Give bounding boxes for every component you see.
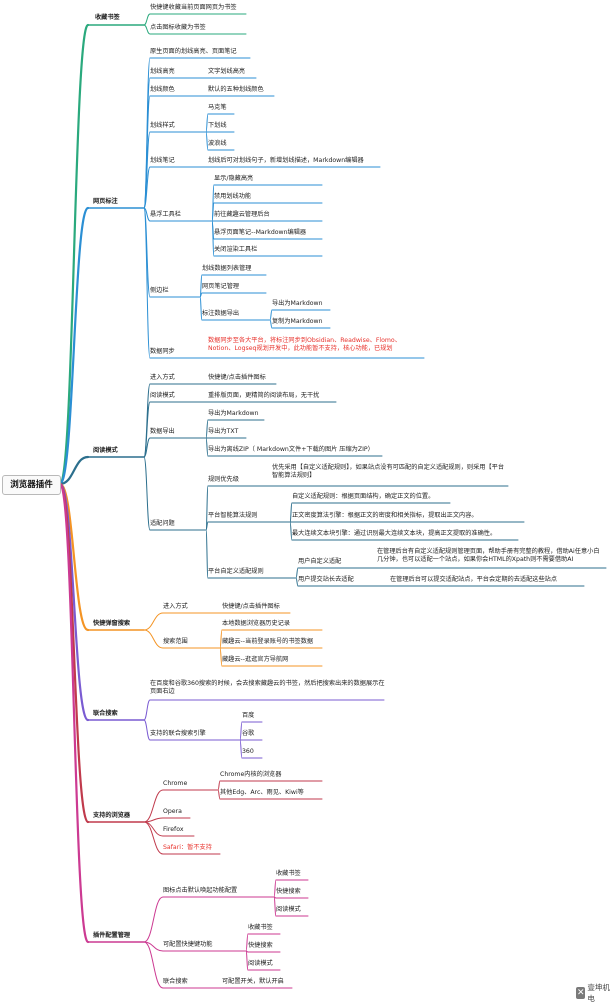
shortcut-config-label: 可配置快捷键功能	[163, 941, 213, 948]
priority-desc: 优先采用【自定义适配规则】，如果站点没有可匹配的自定义适配规则，则采用【平台智能…	[272, 464, 505, 479]
annotation-export-item: 复制为Markdown	[272, 318, 323, 325]
browser-chrome: Chrome	[163, 780, 188, 787]
icon-config-item: 收藏书签	[276, 870, 301, 877]
quicksearch-entry-label: 进入方式	[163, 603, 188, 610]
priority-label: 规则优先级	[208, 476, 239, 483]
toolbar-item: 关闭渲染工具栏	[214, 246, 258, 253]
logo-icon: ✕	[576, 987, 586, 999]
smart-rule-item: 最大连续文本块引擎：通过识别最大连续文本块，提高正文提取的准确性。	[292, 530, 497, 537]
union-config-label: 联合搜索	[163, 978, 188, 985]
highlight-color-label: 划线颜色	[150, 86, 175, 93]
style-item: 马克笔	[208, 104, 227, 111]
annotation-export-label: 标注数据导出	[202, 310, 240, 317]
style-item: 下划线	[208, 122, 227, 129]
section-annotation-label: 网页标注	[93, 198, 118, 205]
bookmark-item: 快捷键收藏当前页面网页为书签	[150, 4, 237, 11]
icon-config-label: 图标点击默认唤起功能配置	[163, 887, 238, 894]
user-custom-label: 用户自定义适配	[298, 558, 342, 565]
sidebar-item: 划线数据列表管理	[202, 265, 252, 272]
engine-item: 谷歌	[242, 730, 255, 737]
watermark-logo: ✕ 壹坤机电	[576, 982, 611, 1004]
highlight-note-label: 划线笔记	[150, 157, 175, 164]
smart-rule-item: 自定义适配规则：根据页面结构，确定正文的位置。	[292, 493, 435, 500]
toolbar-item: 悬浮页面笔记--Markdown编辑器	[214, 229, 307, 236]
chrome-item: Chrome内核的浏览器	[220, 771, 282, 778]
custom-rules-label: 平台自定义适配规则	[208, 568, 264, 575]
annotation-export-item: 导出为Markdown	[272, 300, 323, 307]
section-bookmarks-label: 收藏书签	[95, 14, 120, 21]
adapt-label: 适配问题	[150, 520, 175, 527]
quicksearch-entry-desc: 快捷键/点击插件图标	[222, 603, 280, 610]
engine-item: 360	[242, 748, 254, 755]
union-search-desc: 在百度和谷歌360搜索的时候，会去搜索藏趣云的书签，然后把搜索出来的数据展示在页…	[150, 680, 385, 695]
user-custom-desc: 在管理后台有自定义适配规则管理页面，帮助手册有完整的教程，借助Ai任意小白几分钟…	[377, 548, 600, 563]
chrome-item: 其他Edg、Arc、雨见、Kiwi等	[220, 789, 304, 796]
search-scope-item: 藏趣云--逛逛官方导航网	[222, 656, 289, 663]
shortcut-item: 快捷搜索	[248, 942, 273, 949]
icon-config-item: 阅读模式	[276, 906, 301, 913]
sidebar-item: 网页笔记管理	[202, 283, 240, 290]
toolbar-item: 前往藏趣云管理后台	[214, 211, 270, 218]
browser-safari: Safari：暂不支持	[163, 844, 212, 851]
search-scope-label: 搜索范围	[163, 638, 188, 645]
browser-opera: Opera	[163, 808, 182, 815]
sidebar-label: 侧边栏	[150, 287, 169, 294]
annotation-intro: 原生页面的划线高亮、页面笔记	[150, 48, 237, 55]
bookmark-item: 点击图标收藏为书签	[150, 24, 206, 31]
smart-rule-item: 正文密度算法引擎：根据正文的密度和相关指标，提取出正文内容。	[292, 512, 478, 519]
watermark-text: 壹坤机电	[587, 983, 610, 1003]
root-node: 浏览器插件	[2, 475, 61, 495]
reader-mode-desc: 重排版页面，更精简的阅读布局，无干扰	[208, 392, 320, 399]
union-config-desc: 可配置开关，默认开启	[222, 978, 284, 985]
section-browsers-label: 支持的浏览器	[93, 812, 131, 819]
reader-mode-label: 阅读模式	[150, 392, 175, 399]
data-sync-desc: 数据同步至各大平台，将标注同步到Obsidian、Readwise、Flomo、…	[208, 337, 401, 352]
user-submit-desc: 在管理后台可以提交适配站点，平台会定期的去适配这些站点	[390, 576, 558, 583]
shortcut-item: 收藏书签	[248, 924, 273, 931]
section-quicksearch-label: 快捷弹窗搜索	[93, 620, 131, 627]
engine-item: 百度	[242, 712, 255, 719]
search-scope-item: 藏趣云--当前登录账号的书签数据	[222, 638, 314, 645]
reader-export-item: 导出为离线ZIP（ Markdown文件+下载的图片 压缩为ZIP）	[208, 446, 374, 453]
data-sync-label: 数据同步	[150, 348, 175, 355]
toolbar-item: 显示/隐藏高亮	[214, 175, 254, 182]
browser-firefox: Firefox	[163, 826, 184, 833]
union-engines-label: 支持的联合搜索引擎	[150, 730, 206, 737]
user-submit-label: 用户提交站长去适配	[298, 576, 354, 583]
toolbar-item: 禁用划线功能	[214, 193, 252, 200]
reader-export-item: 导出为Markdown	[208, 410, 259, 417]
reader-export-label: 数据导出	[150, 428, 175, 435]
reader-export-item: 导出为TXT	[208, 428, 239, 435]
reader-entry-desc: 快捷键/点击插件图标	[208, 374, 266, 381]
section-reader-label: 阅读模式	[93, 447, 118, 454]
section-union-search-label: 联合搜索	[93, 710, 118, 717]
reader-entry-label: 进入方式	[150, 374, 175, 381]
style-item: 波浪线	[208, 140, 227, 147]
section-config-label: 插件配置管理	[93, 932, 131, 939]
highlight-label: 划线高亮	[150, 68, 175, 75]
highlight-style-label: 划线样式	[150, 122, 175, 129]
shortcut-item: 阅读模式	[248, 960, 273, 967]
smart-rules-label: 平台智能算法规则	[208, 512, 258, 519]
highlight-desc: 文字划线高亮	[208, 68, 246, 75]
highlight-note-desc: 划线后可对划线句子，新增划线描述，Markdown编辑器	[208, 157, 364, 164]
search-scope-item: 本地数据浏览器历史记录	[222, 620, 291, 627]
floating-toolbar-label: 悬浮工具栏	[150, 211, 181, 218]
highlight-color-desc: 默认的五种划线颜色	[208, 86, 264, 93]
icon-config-item: 快捷搜索	[276, 888, 301, 895]
